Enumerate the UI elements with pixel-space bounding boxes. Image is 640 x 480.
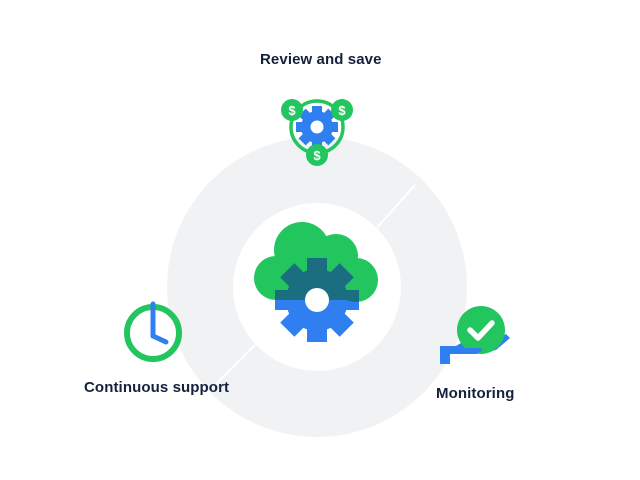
cloud-gear-icon bbox=[254, 222, 378, 342]
step-label-continuous-support: Continuous support bbox=[84, 379, 230, 396]
svg-text:$: $ bbox=[288, 103, 296, 118]
svg-text:$: $ bbox=[313, 148, 321, 163]
svg-text:$: $ bbox=[338, 103, 346, 118]
gear-dollar-cycle-icon: $ $ $ bbox=[281, 99, 353, 166]
step-label-review-and-save: Review and save bbox=[260, 51, 382, 68]
step-label-monitoring: Monitoring bbox=[436, 385, 515, 402]
dollar-coin-icon: $ bbox=[331, 99, 353, 121]
dollar-coin-icon: $ bbox=[306, 144, 328, 166]
hand-check-icon bbox=[440, 306, 510, 364]
dollar-coin-icon: $ bbox=[281, 99, 303, 121]
clock-icon bbox=[124, 301, 182, 362]
